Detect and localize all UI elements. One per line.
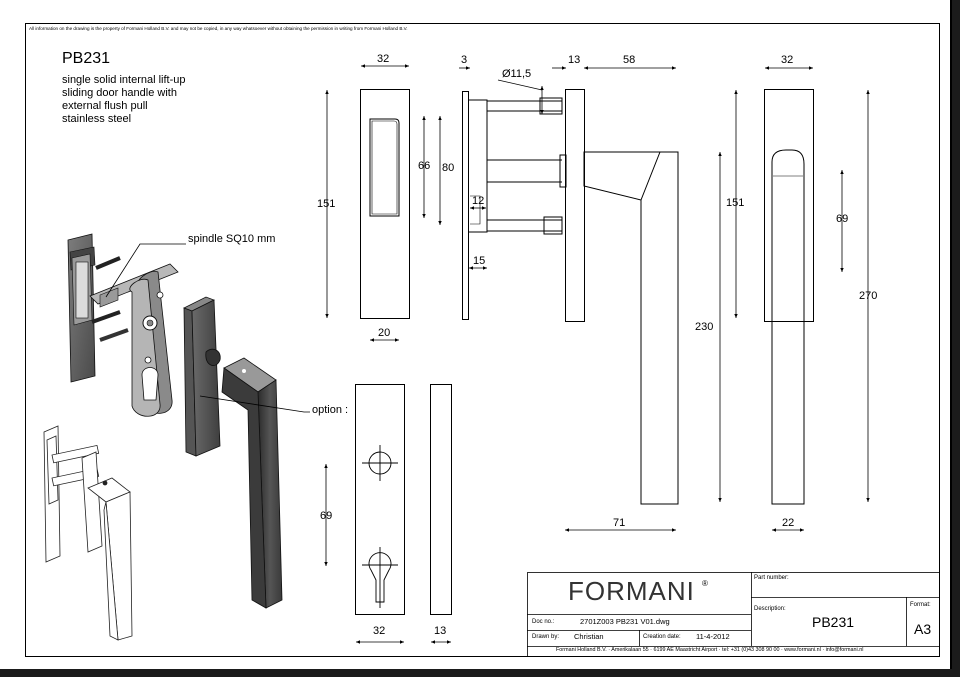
- exploded-assembly-illustration: [67, 233, 283, 609]
- side-section-view: [462, 89, 679, 505]
- crosshair-symbol: [362, 445, 398, 481]
- product-code-title: PB231: [62, 50, 111, 67]
- dim-lever-reach: 71: [613, 517, 626, 529]
- product-description-line-2: sliding door handle with: [62, 87, 177, 99]
- brand-logo: FORMANI: [568, 576, 695, 606]
- callout-leaders: [105, 243, 310, 413]
- dim-gap-15: 15: [473, 255, 486, 267]
- doc-no-label: Doc no.:: [532, 619, 555, 625]
- drawn-by-label: Drawn by:: [532, 634, 560, 640]
- drawing-sheet: All information on the drawing is the pr…: [0, 0, 952, 669]
- dimension-lines-side: [459, 66, 738, 532]
- ownership-notice: All information on the drawing is the pr…: [29, 26, 408, 31]
- dim-lever-projection: 58: [623, 54, 636, 66]
- dim-option-69: 69: [320, 510, 333, 522]
- dim-gap-12: 12: [472, 195, 485, 207]
- dim-flush-bottom-width: 20: [378, 327, 391, 339]
- lever-front-view: [764, 89, 814, 505]
- product-description-line-4: stainless steel: [62, 113, 132, 125]
- dimension-lines-lever: [765, 66, 870, 532]
- creation-date-label: Creation date:: [643, 634, 681, 640]
- dim-option-width: 32: [373, 625, 386, 637]
- dim-rose-height: 151: [726, 197, 745, 209]
- dim-flush-width: 32: [377, 53, 390, 65]
- dim-lever-length: 230: [695, 321, 714, 333]
- dimension-lines: [325, 64, 442, 342]
- dim-side-22: 22: [782, 517, 795, 529]
- brand-registered-mark: ®: [702, 579, 708, 588]
- sheet-frame: [25, 23, 940, 657]
- description-value: PB231: [812, 614, 855, 630]
- doc-no-value: 2701Z003 PB231 V01.dwg: [580, 617, 670, 626]
- drawn-by-value: Christian: [574, 632, 604, 641]
- option-callout: option :: [312, 404, 349, 416]
- dim-spindle-diameter: Ø11,5: [502, 68, 532, 80]
- technical-drawing-canvas: [25, 23, 940, 657]
- cylinder-cutout-symbol: [362, 547, 398, 608]
- dim-option-thickness: 13: [434, 625, 447, 637]
- format-label: Format:: [910, 602, 931, 608]
- dimension-lines-option: [324, 464, 451, 644]
- dim-recess-inner: 66: [418, 160, 431, 172]
- flush-pull-front-view: [360, 89, 410, 319]
- spindle-callout: spindle SQ10 mm: [188, 233, 276, 245]
- dim-side-69: 69: [836, 213, 849, 225]
- dim-rose-thickness: 13: [568, 54, 581, 66]
- description-label: Description:: [754, 606, 786, 612]
- assembled-handle-illustration: [43, 425, 133, 641]
- company-footer: Formani Holland B.V. · Amerikalaan 55 · …: [556, 647, 864, 653]
- dim-flush-height: 151: [317, 198, 336, 210]
- product-description-line-1: single solid internal lift-up: [62, 74, 186, 86]
- format-value: A3: [914, 621, 932, 637]
- product-description-line-3: external flush pull: [62, 100, 148, 112]
- option-plate-view: [355, 384, 452, 615]
- title-block-grid: [527, 572, 940, 657]
- dim-side-270: 270: [859, 290, 878, 302]
- dim-plate-thickness: 3: [461, 54, 468, 66]
- part-number-label: Part number:: [754, 575, 789, 581]
- dim-side-width: 32: [781, 54, 794, 66]
- creation-date-value: 11-4-2012: [696, 632, 730, 641]
- dim-recess-outer: 80: [442, 162, 455, 174]
